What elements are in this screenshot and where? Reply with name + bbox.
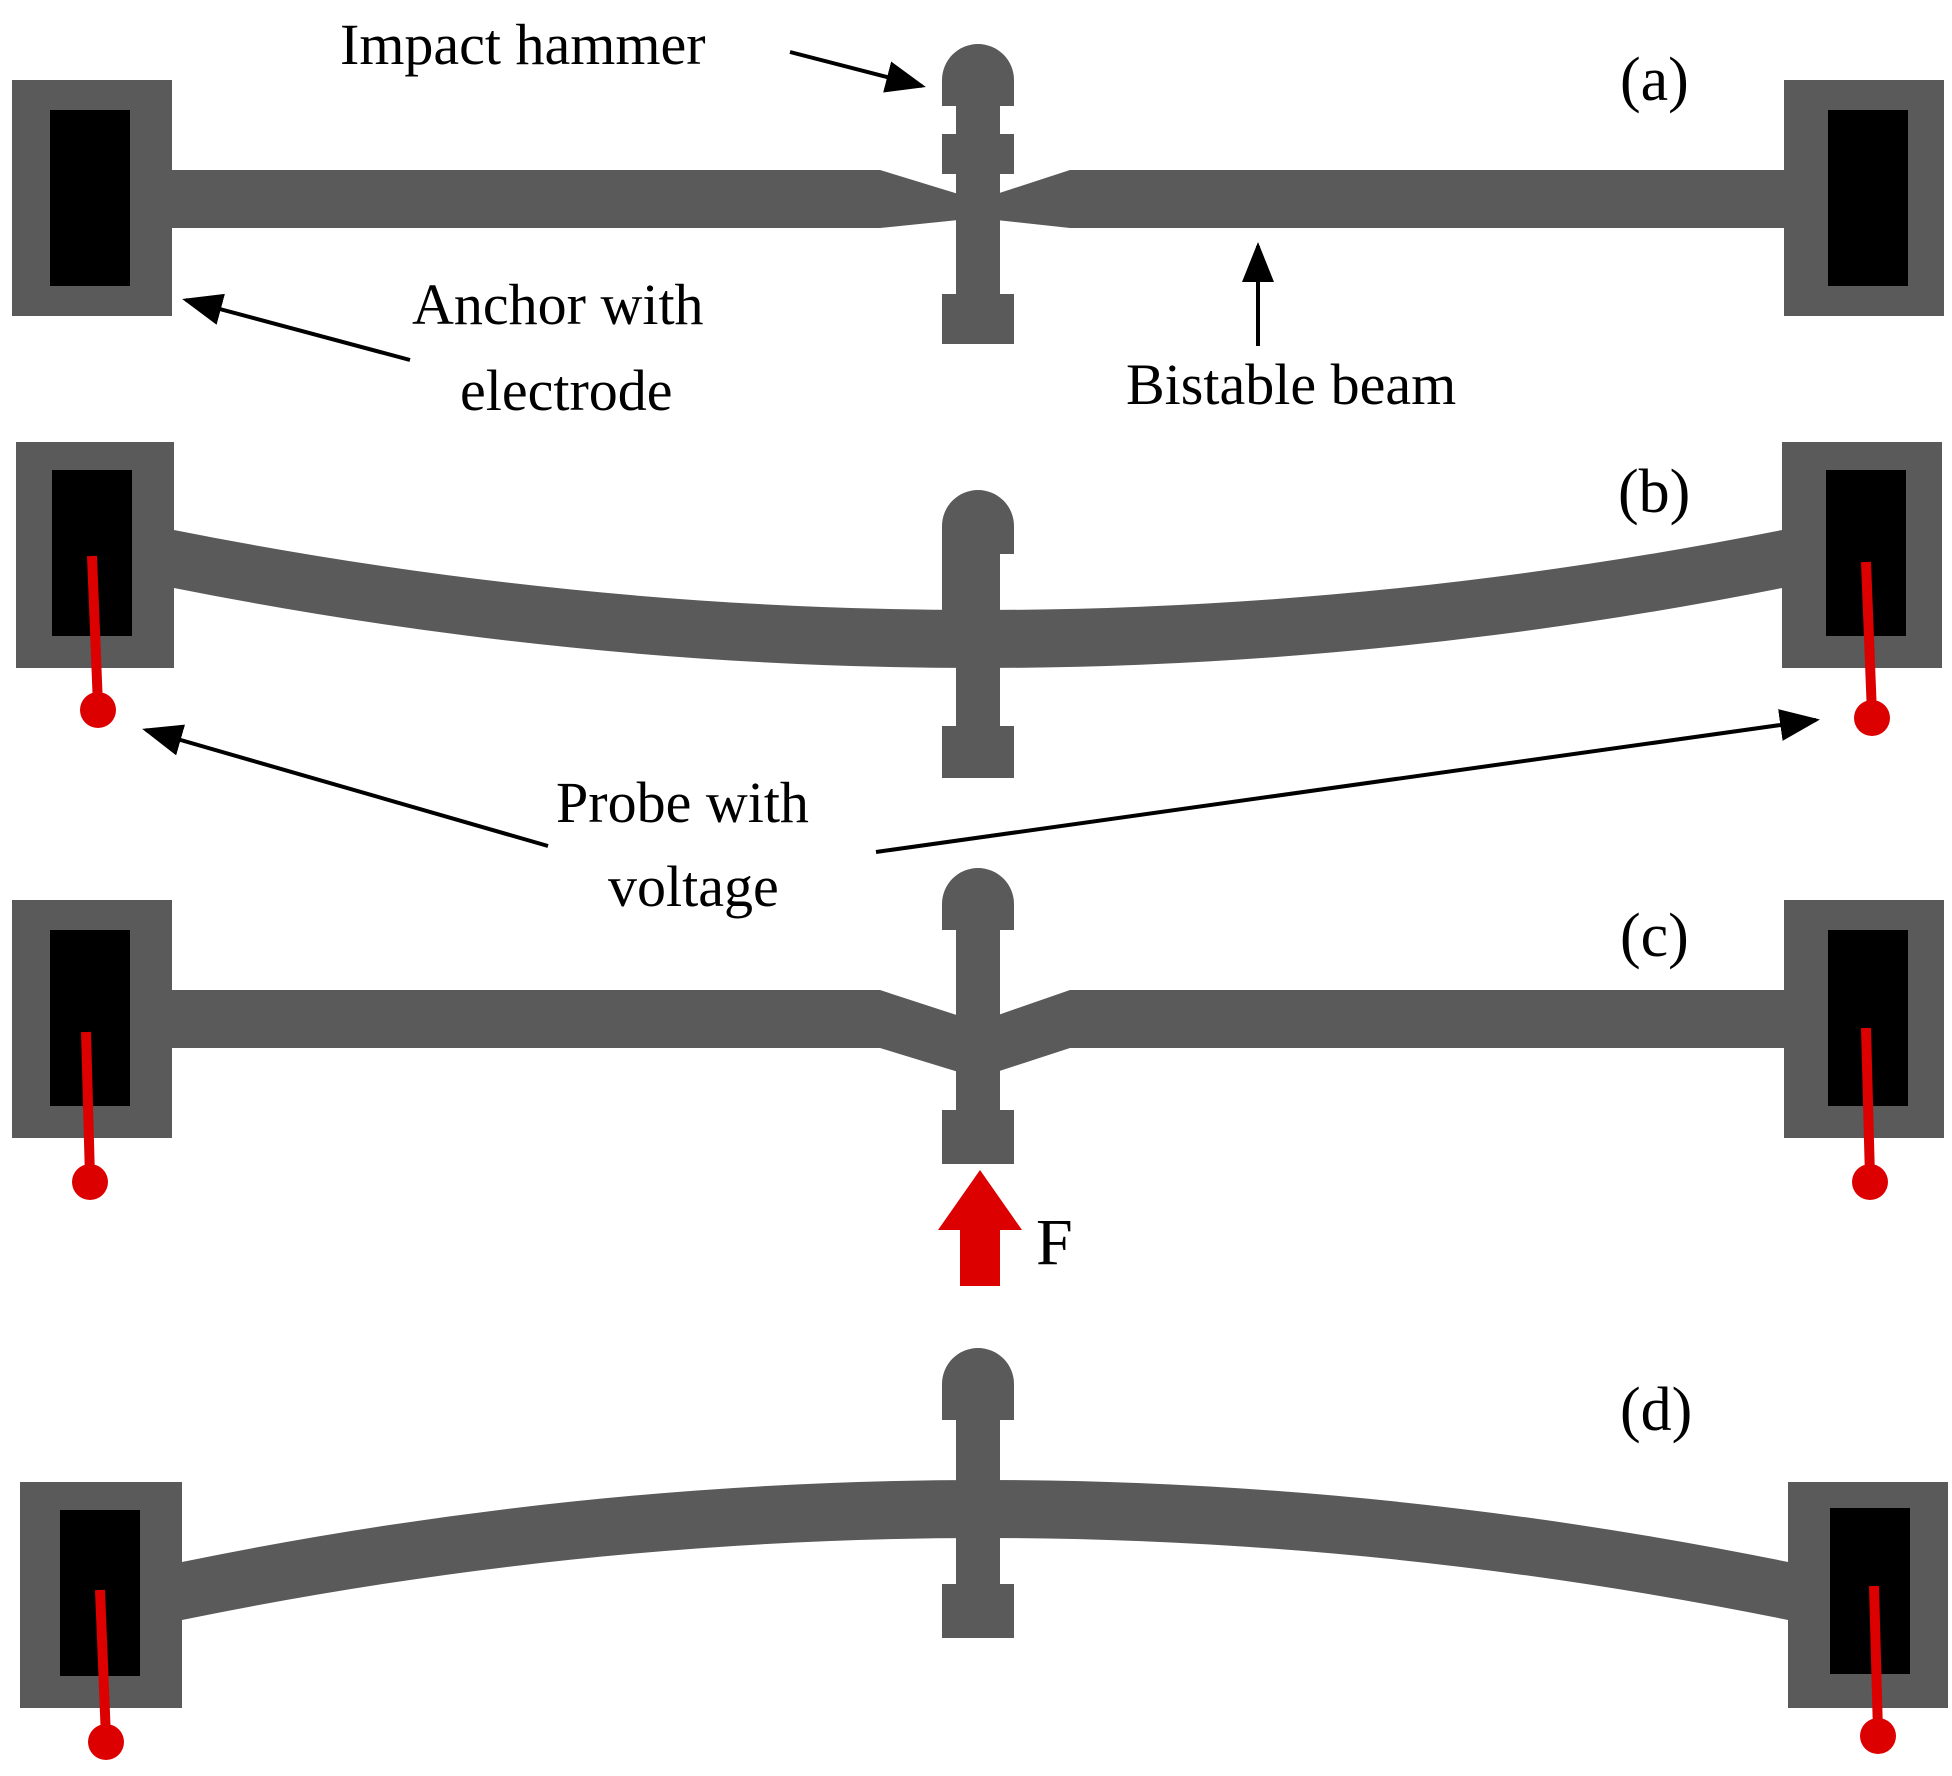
anchor-arrow xyxy=(182,293,411,362)
bistable-beam xyxy=(182,1480,1788,1620)
panel-b: (b) xyxy=(16,442,1942,778)
impact-hammer xyxy=(942,44,1014,344)
anchor-right xyxy=(1782,442,1942,668)
anchor-right xyxy=(1788,1482,1948,1708)
panel-label: (c) xyxy=(1620,902,1689,970)
probe-left xyxy=(72,1031,108,1200)
probe-left xyxy=(88,1589,124,1760)
impact-hammer xyxy=(942,490,1014,778)
probe-right xyxy=(1854,561,1890,736)
bistable-beam xyxy=(172,170,1784,228)
probe-arrow-left xyxy=(142,724,549,848)
panel-d: (d) xyxy=(20,1348,1948,1760)
probe-label-line2: voltage xyxy=(608,854,779,919)
probe-label-line1: Probe with xyxy=(556,770,809,835)
impact-hammer xyxy=(942,868,1014,1164)
anchor-right xyxy=(1784,80,1944,316)
impact-hammer-arrow xyxy=(789,50,926,93)
anchor-left xyxy=(12,80,172,316)
anchor-left xyxy=(16,442,174,668)
panel-label: (a) xyxy=(1620,46,1689,114)
annotations-probe: Probe with voltage xyxy=(142,709,1820,919)
panel-c: F (c) xyxy=(12,868,1944,1286)
annotations-a: Impact hammer Anchor with electrode Bist… xyxy=(182,12,1456,423)
probe-right xyxy=(1860,1585,1896,1754)
bistable-beam xyxy=(174,530,1782,668)
electrode xyxy=(50,110,130,286)
panel-label: (b) xyxy=(1618,458,1690,526)
probe-left xyxy=(80,555,116,728)
panel-a: (a) xyxy=(12,44,1944,344)
probe-right xyxy=(1852,1027,1888,1200)
anchor-label-line2: electrode xyxy=(460,358,673,423)
impact-hammer-label: Impact hammer xyxy=(340,12,706,77)
panel-label: (d) xyxy=(1620,1376,1692,1444)
impact-hammer xyxy=(942,1348,1014,1638)
force-arrow xyxy=(938,1170,1022,1286)
electrode xyxy=(1828,110,1908,286)
force-label: F xyxy=(1036,1206,1073,1279)
bistable-beam-label: Bistable beam xyxy=(1126,352,1456,417)
probe-arrow-right xyxy=(875,709,1820,854)
anchor-label-line1: Anchor with xyxy=(412,272,704,337)
